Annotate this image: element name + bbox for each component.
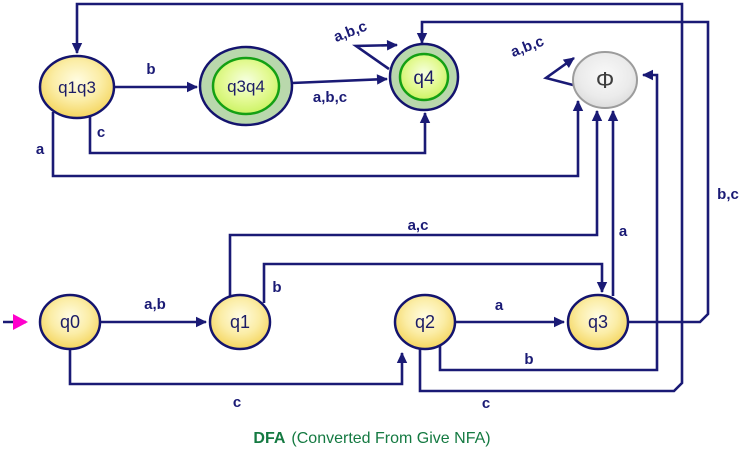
label-q3-q4: b,c: [717, 186, 739, 203]
label-q1q3-q3q4: b: [146, 61, 155, 78]
state-phi: Φ: [572, 51, 638, 109]
label-q4-self-loop: a,b,c: [331, 18, 369, 46]
label-q1-phi: a,c: [408, 217, 429, 234]
state-q0: q0: [38, 293, 102, 351]
label-q3-phi: a: [619, 223, 628, 240]
label-q3q4-q4: a,b,c: [313, 89, 347, 106]
state-q3: q3: [566, 293, 630, 351]
label-q2-q3: a: [495, 297, 504, 314]
label-q1q3-phi: a: [36, 141, 45, 158]
label-q0-q2: c: [233, 394, 241, 411]
state-q2-label: q2: [415, 312, 435, 332]
state-q4: q4: [388, 42, 460, 112]
label-phi-self-loop: a,b,c: [508, 33, 546, 61]
edge-q1q3-phi: [51, 100, 584, 178]
edge-q2-phi: [438, 69, 659, 372]
edge-q1-phi: [228, 110, 603, 297]
state-phi-label: Φ: [596, 67, 614, 93]
edge-q0-q2: [68, 348, 408, 386]
state-q0-label: q0: [60, 312, 80, 332]
edge-q3-q4: [416, 20, 710, 324]
label-q2-phi: b: [524, 351, 533, 368]
state-q1q3: q1q3: [38, 54, 116, 120]
caption-rest: (Converted From Give NFA): [291, 430, 490, 447]
state-q1-label: q1: [230, 312, 250, 332]
state-q4-label: q4: [413, 68, 435, 89]
edge-q1-q3: [262, 262, 608, 303]
state-q3-label: q3: [588, 312, 608, 332]
state-q3q4-label: q3q4: [227, 77, 265, 96]
state-q1q3-label: q1q3: [58, 78, 96, 97]
edge-q1q3-q4: [88, 112, 431, 155]
edge-q2-q1q3: [71, 2, 684, 393]
diagram-caption: DFA (Converted From Give NFA): [253, 430, 490, 447]
label-q1q3-q4: c: [97, 124, 105, 141]
caption-bold: DFA: [253, 430, 285, 447]
edge-phi-self-loop: [542, 56, 575, 87]
edge-q3q4-q4: [291, 74, 388, 85]
edge-q4-self-loop: [352, 40, 398, 71]
label-q2-q1q3: c: [482, 395, 490, 412]
state-q2: q2: [393, 293, 457, 351]
state-q1: q1: [208, 293, 272, 351]
label-q1-q3: b: [272, 279, 281, 296]
state-q3q4: q3q4: [198, 45, 294, 127]
label-q0-q1: a,b: [144, 296, 166, 313]
